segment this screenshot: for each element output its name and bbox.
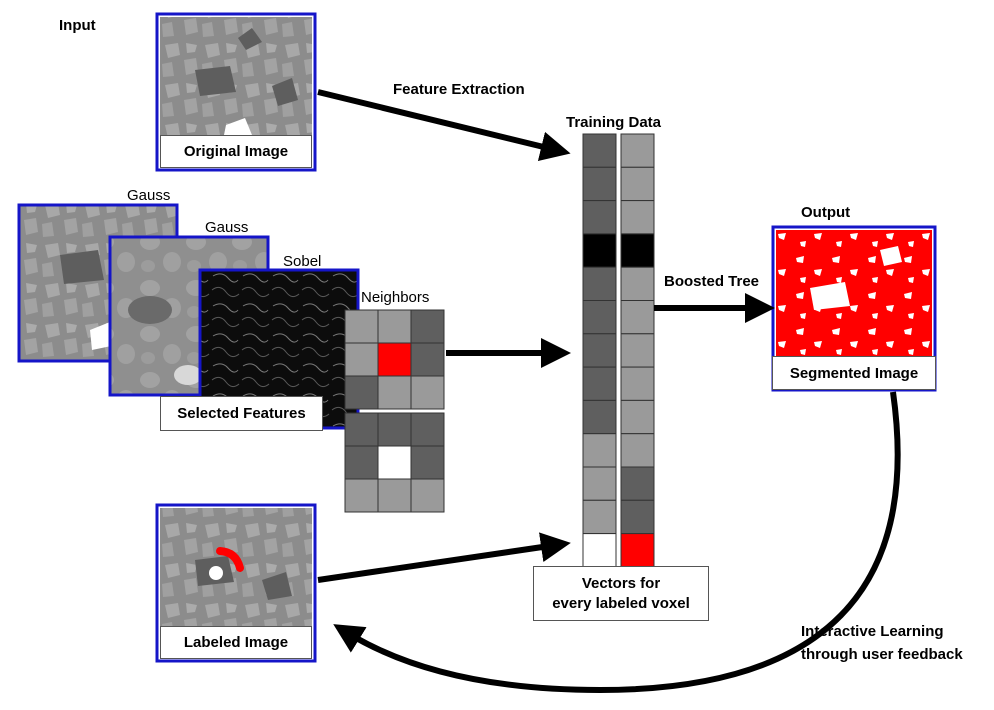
interactive-learning-label-line1: Interactive Learning <box>801 623 944 640</box>
vec-left-cell <box>582 499 617 535</box>
arrow-labeled-to-vectors <box>317 532 571 583</box>
grid-bottom-cell <box>344 478 379 513</box>
vec-left-cell <box>582 266 617 302</box>
vec-right-cell <box>620 499 655 535</box>
vectors-caption: Vectors for every labeled voxel <box>533 566 709 621</box>
training-data-label: Training Data <box>566 114 662 131</box>
vectors-caption-line2: every labeled voxel <box>552 594 690 612</box>
vec-left-cell <box>582 166 617 202</box>
vec-left-cell <box>582 300 617 335</box>
grid-top-cell <box>344 342 379 377</box>
grid-bottom-cell <box>377 445 412 480</box>
output-label: Output <box>801 204 851 221</box>
grid-top-cell <box>377 309 412 344</box>
vec-left-cell <box>582 200 617 235</box>
grid-top-cell <box>344 375 379 410</box>
neighbors-label: Neighbors <box>361 289 430 306</box>
vec-right-cell <box>620 300 655 335</box>
arrow-feature-extraction <box>317 89 571 162</box>
grid-bottom-cell <box>410 478 445 513</box>
neighbor-grid-bottom <box>344 412 445 513</box>
vectors-caption-line1: Vectors for <box>581 574 661 592</box>
vec-right-cell <box>620 233 655 268</box>
vec-left-cell <box>582 233 617 268</box>
interactive-learning-label-line2: through user feedback <box>801 646 963 663</box>
original-image-caption: Original Image <box>160 135 312 168</box>
feature-extraction-label: Feature Extraction <box>393 81 525 98</box>
grid-bottom-cell <box>344 445 379 480</box>
vec-left-cell <box>582 466 617 501</box>
feature-vector-right <box>620 133 655 568</box>
vec-right-cell <box>620 533 655 568</box>
vec-left-cell <box>582 399 617 435</box>
selected-features-caption: Selected Features <box>160 396 323 431</box>
grid-bottom-cell <box>344 412 379 447</box>
sobel-label: Sobel <box>283 253 322 270</box>
grid-top-cell <box>410 375 445 410</box>
vec-right-cell <box>620 200 655 235</box>
vec-left-cell <box>582 433 617 468</box>
grid-top-cell <box>410 309 445 344</box>
vec-right-cell <box>620 133 655 168</box>
vec-right-cell <box>620 399 655 435</box>
gauss-label-1: Gauss <box>127 187 171 204</box>
labeled-image-caption: Labeled Image <box>160 626 312 659</box>
vec-left-cell <box>582 133 617 168</box>
grid-bottom-cell <box>377 478 412 513</box>
label-stroke-red <box>216 547 244 572</box>
boosted-tree-label: Boosted Tree <box>664 273 760 290</box>
vec-right-cell <box>620 333 655 368</box>
neighbor-grid-top <box>344 309 445 410</box>
gauss-label-2: Gauss <box>205 219 249 236</box>
vec-left-cell <box>582 533 617 568</box>
vec-left-cell <box>582 366 617 401</box>
grid-top-cell <box>344 309 379 344</box>
vec-right-cell <box>620 433 655 468</box>
grid-top-cell <box>377 375 412 410</box>
grid-top-cell <box>410 342 445 377</box>
feature-vector-left <box>582 133 617 568</box>
input-label: Input <box>59 17 96 34</box>
grid-bottom-cell <box>410 445 445 480</box>
vec-left-cell <box>582 333 617 368</box>
vec-right-cell <box>620 166 655 202</box>
grid-top-cell <box>377 342 412 377</box>
grid-bottom-cell <box>377 412 412 447</box>
vec-right-cell <box>620 466 655 501</box>
vec-right-cell <box>620 366 655 401</box>
segmented-image-caption: Segmented Image <box>772 356 936 390</box>
arrow-interactive-feedback <box>333 391 901 694</box>
grid-bottom-cell <box>410 412 445 447</box>
label-dot-white <box>209 566 223 580</box>
vec-right-cell <box>620 266 655 302</box>
